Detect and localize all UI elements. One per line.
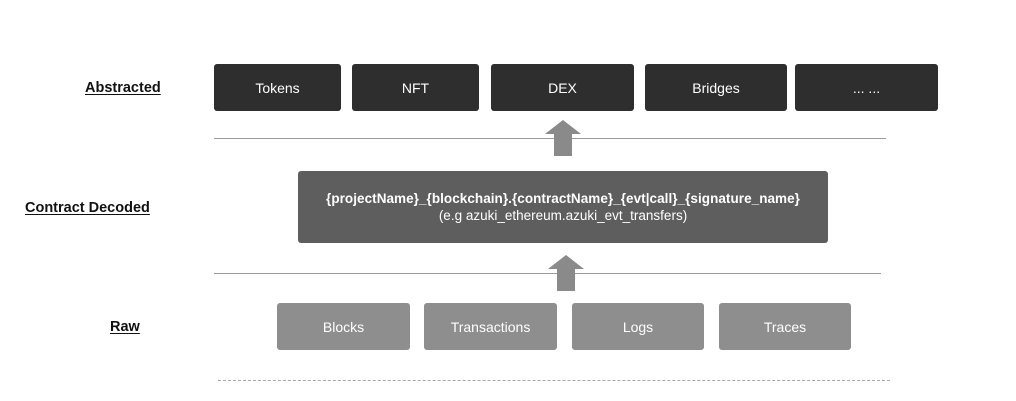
layer-label-contract-decoded: Contract Decoded [25, 200, 150, 216]
layer-label-raw: Raw [110, 319, 140, 335]
contract-decoded-box: {projectName}_{blockchain}.{contractName… [298, 171, 828, 243]
separator-line-bottom-dashed [218, 380, 890, 381]
separator-line-top [214, 138, 886, 139]
decoded-example: (e.g azuki_ethereum.azuki_evt_transfers) [438, 208, 688, 223]
abstracted-box-dex: DEX [491, 64, 634, 111]
abstracted-box-more: ... ... [795, 64, 938, 111]
abstracted-box-tokens: Tokens [214, 64, 341, 111]
up-arrow-icon [548, 255, 584, 291]
raw-box-blocks: Blocks [277, 303, 410, 350]
raw-box-transactions: Transactions [424, 303, 557, 350]
abstracted-box-bridges: Bridges [645, 64, 787, 111]
raw-box-logs: Logs [572, 303, 704, 350]
abstracted-box-nft: NFT [352, 64, 479, 111]
raw-box-traces: Traces [719, 303, 851, 350]
separator-line-middle [214, 273, 881, 274]
decoded-naming-pattern: {projectName}_{blockchain}.{contractName… [326, 191, 800, 206]
up-arrow-icon [545, 120, 581, 156]
layer-label-abstracted: Abstracted [85, 80, 161, 96]
